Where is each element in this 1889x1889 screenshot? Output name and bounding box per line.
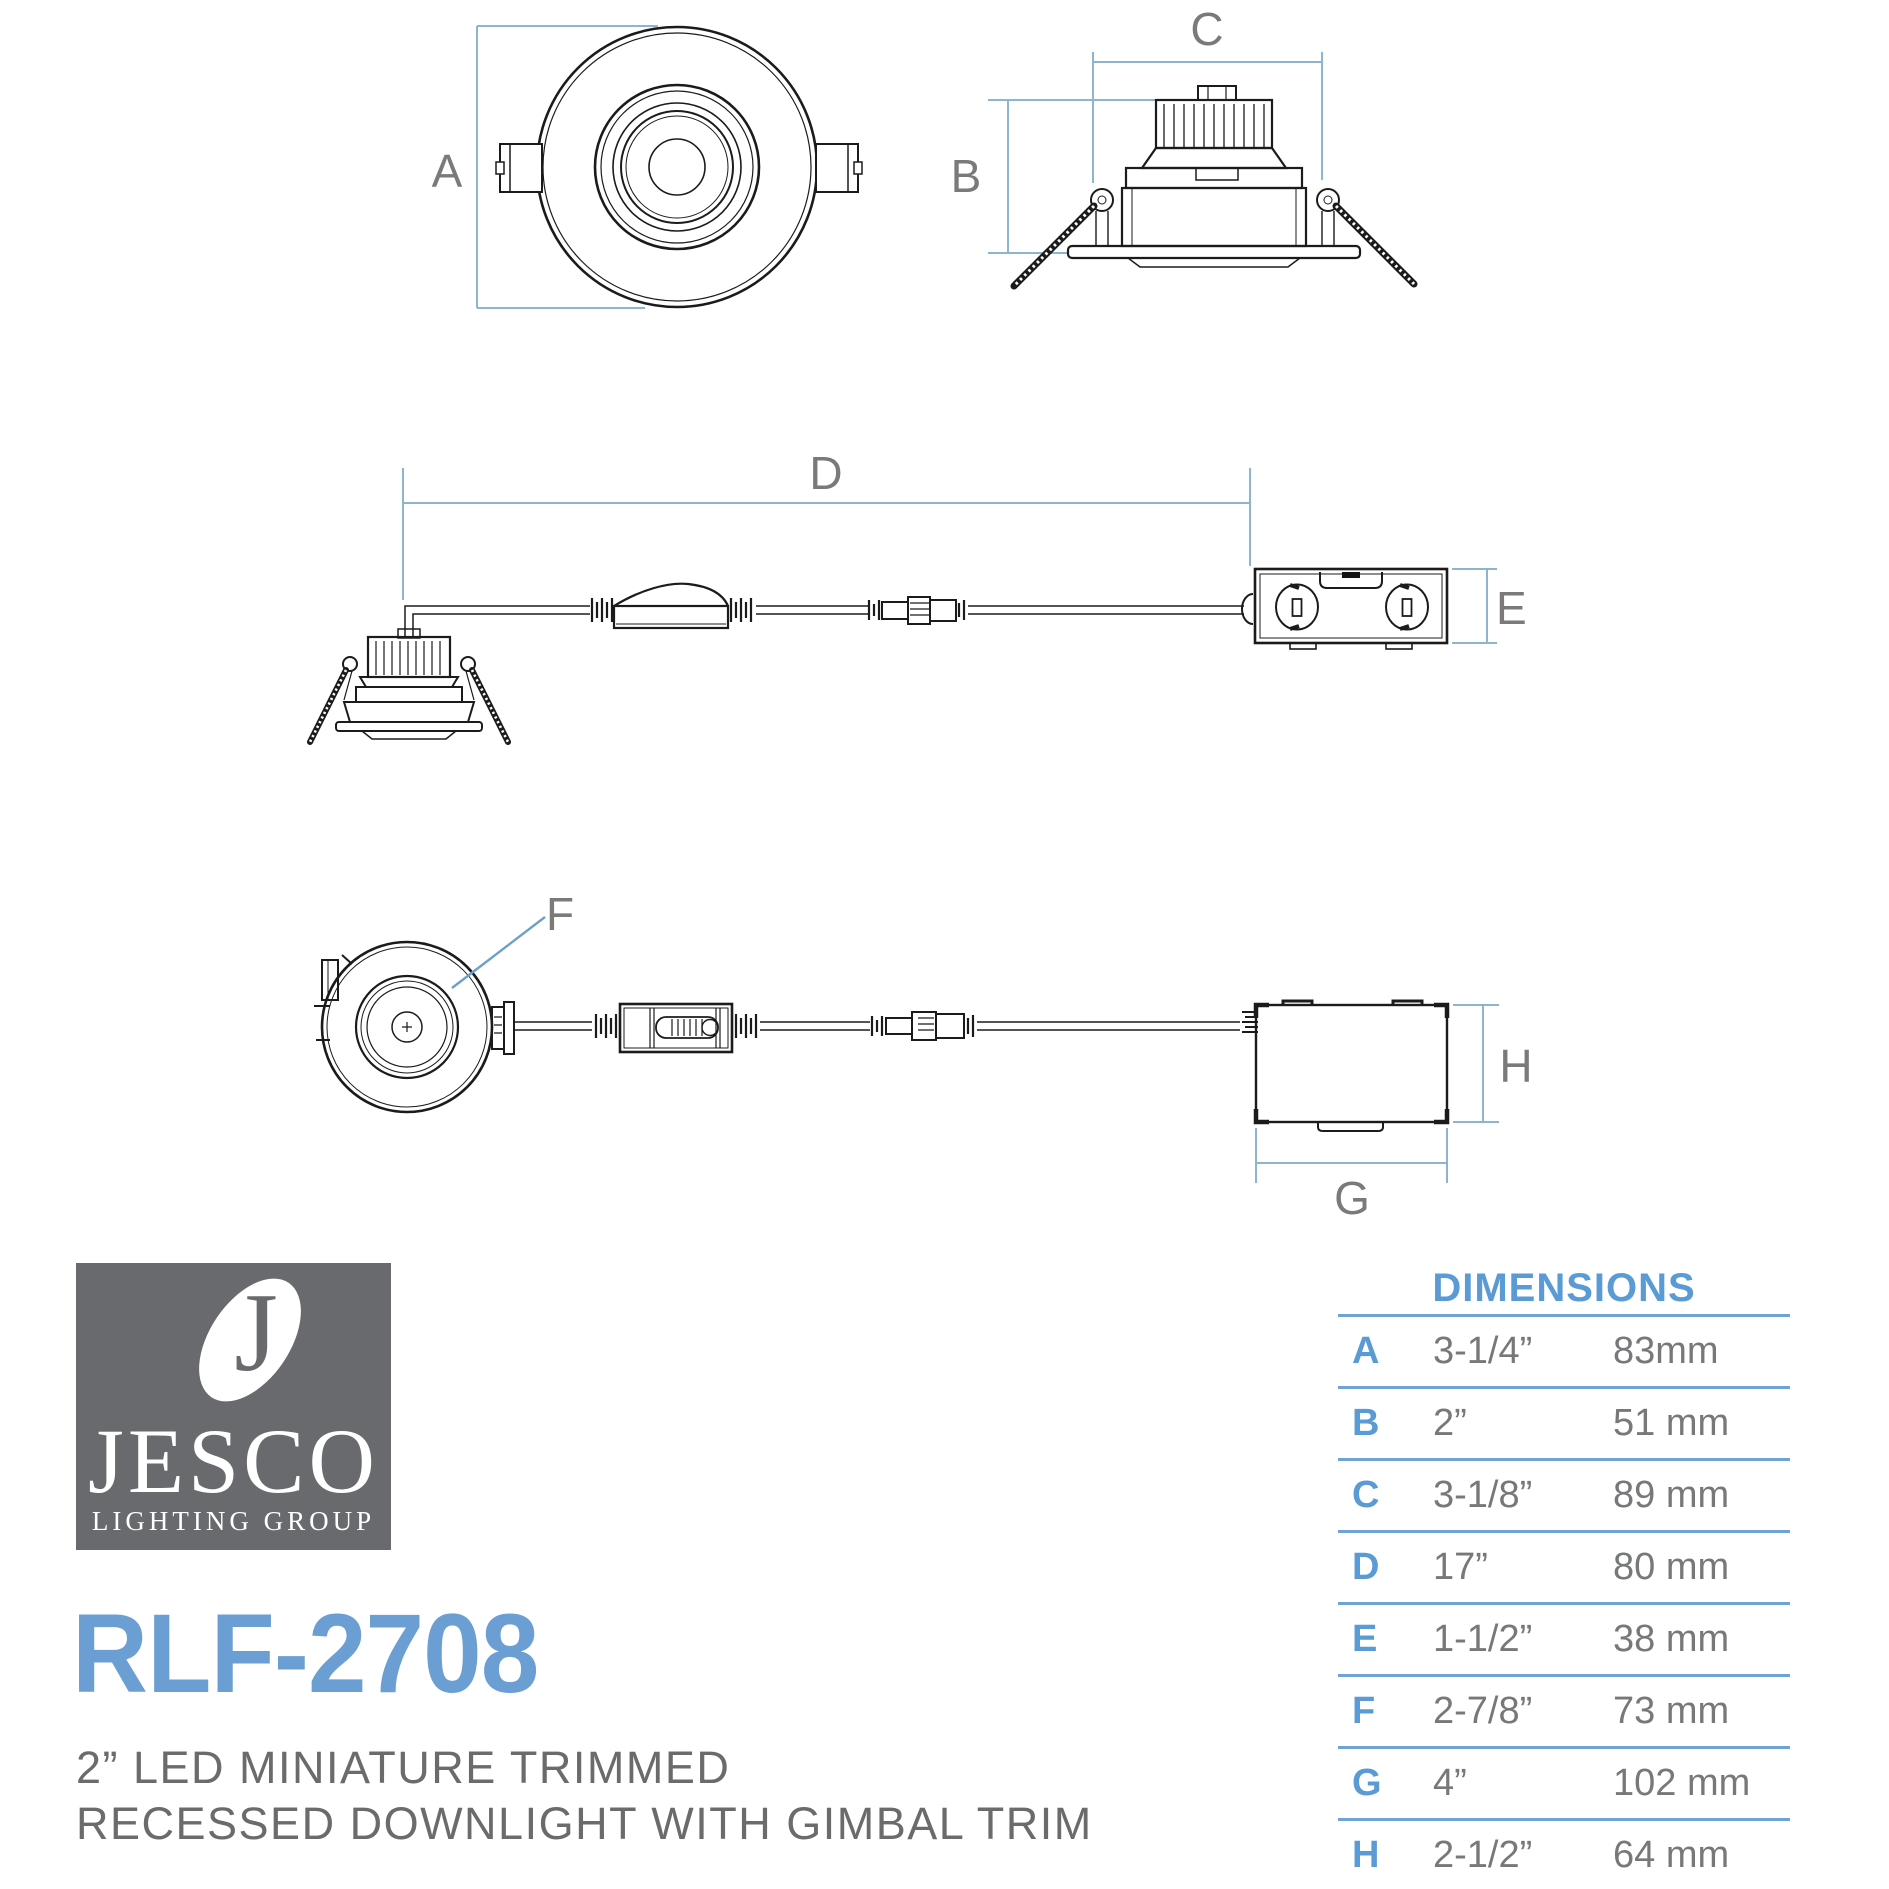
product-description-line1: 2” LED MINIATURE TRIMMED [76,1742,731,1793]
row-mm: 64 mm [1613,1834,1730,1876]
row-inches: 2-1/2” [1433,1834,1533,1876]
cord-and-driver [514,1002,1258,1054]
row-mm: 89 mm [1613,1474,1730,1516]
dim-de-lines [402,468,1497,644]
row-letter: E [1352,1618,1378,1660]
row-mm: 102 mm [1613,1762,1751,1804]
row-inches: 2-7/8” [1433,1690,1533,1732]
row-inches: 3-1/8” [1433,1474,1533,1516]
row-inches: 17” [1433,1546,1488,1588]
row-mm: 38 mm [1613,1618,1730,1660]
logo-name: JESCO [88,1410,379,1512]
table-row: A 3-1/4” 83mm [1338,1314,1790,1386]
fixture-rear [314,940,515,1114]
row-mm: 83mm [1613,1330,1719,1372]
table-row: H 2-1/2” 64 mm [1338,1818,1790,1889]
table-row: C 3-1/8” 89 mm [1338,1458,1790,1530]
row-inches: 3-1/4” [1433,1330,1533,1372]
table-row: G 4” 102 mm [1338,1746,1790,1818]
dim-a-lines [476,25,658,309]
dim-label-c: C [1190,3,1223,55]
product-description-line2: RECESSED DOWNLIGHT WITH GIMBAL TRIM [76,1798,1093,1849]
dimensions-table-title: DIMENSIONS [1432,1266,1696,1310]
dim-label-g: G [1334,1172,1370,1224]
dim-label-d: D [809,447,842,499]
row-letter: F [1352,1690,1376,1732]
row-letter: D [1352,1546,1380,1588]
row-mm: 73 mm [1613,1690,1730,1732]
dim-label-a: A [432,145,463,197]
installed-assembly-drawing [307,468,1497,745]
dim-gh-lines [1255,1004,1499,1183]
logo-tagline: LIGHTING GROUP [91,1506,376,1536]
row-letter: C [1352,1474,1380,1516]
table-row: B 2” 51 mm [1338,1386,1790,1458]
row-inches: 2” [1433,1402,1467,1444]
jesco-logo: J JESCO LIGHTING GROUP [76,1260,391,1550]
junction-box-front [1253,567,1449,650]
dim-label-b: B [951,150,982,202]
row-letter: G [1352,1762,1382,1804]
row-inches: 4” [1433,1762,1467,1804]
dim-label-e: E [1496,582,1527,634]
dim-label-f: F [546,888,574,940]
row-mm: 51 mm [1613,1402,1730,1444]
table-row: F 2-7/8” 73 mm [1338,1674,1790,1746]
dimensions-table: DIMENSIONS A 3-1/4” 83mm B 2” 51 mm C 3-… [1338,1266,1790,1889]
leader-f-line [451,916,546,989]
dim-label-h: H [1499,1040,1532,1092]
row-letter: B [1352,1402,1380,1444]
side-view-drawing [988,52,1418,290]
front-view-drawing [476,25,863,309]
cord-and-switch [590,582,1254,630]
dim-bc-lines [988,52,1323,254]
row-inches: 1-1/2” [1433,1618,1533,1660]
junction-box-side [1253,999,1450,1132]
row-mm: 80 mm [1613,1546,1730,1588]
table-row: D 17” 80 mm [1338,1530,1790,1602]
table-row: E 1-1/2” 38 mm [1338,1602,1790,1674]
product-model: RLF-2708 [72,1591,539,1716]
rear-assembly-drawing [314,916,1499,1183]
logo-monogram: J [234,1271,278,1395]
fixture-front [307,605,590,745]
row-letter: H [1352,1834,1380,1876]
product-description: 2” LED MINIATURE TRIMMED RECESSED DOWNLI… [76,1740,1093,1852]
spring-clips [1010,188,1418,290]
row-letter: A [1352,1330,1380,1372]
